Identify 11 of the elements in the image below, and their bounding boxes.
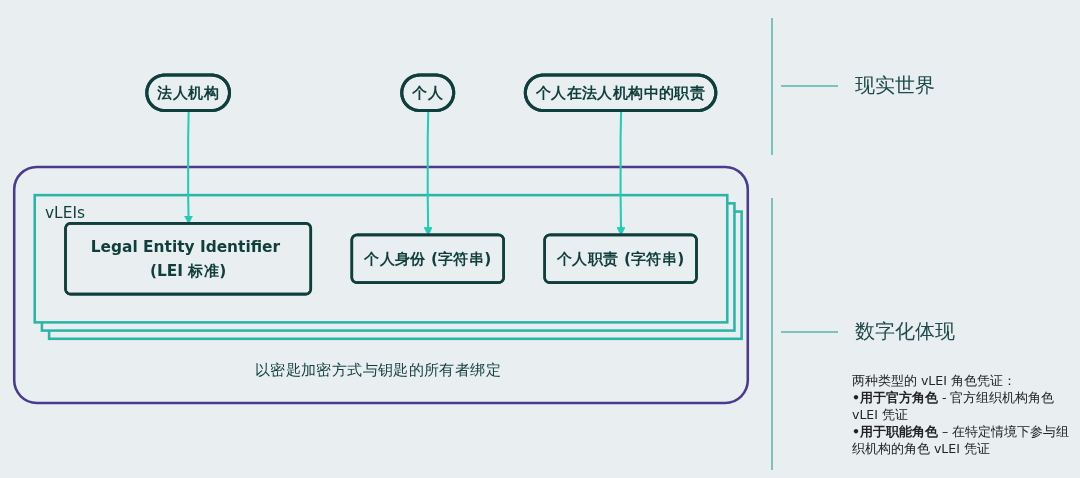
- source-node: 个人在法人机构中的职责: [523, 73, 718, 112]
- credential-node: 个人职责 (字符串): [543, 233, 698, 284]
- source-node: 个人: [400, 73, 456, 112]
- section-heading: 数字化体现: [855, 318, 955, 345]
- note-text: •用于官方角色 - 官方组织机构角色 vLEI 凭证: [852, 389, 1056, 423]
- source-node: 法人机构: [145, 73, 232, 112]
- note-text: 两种类型的 vLEI 角色凭证：: [852, 372, 1017, 389]
- section-heading: 现实世界: [855, 72, 935, 99]
- credential-node: Legal Entity Identifier (LEI 标准): [64, 222, 313, 296]
- note-text: •用于职能角色 – 在特定情境下参与组织机构的角色 vLEI 凭证: [852, 423, 1071, 457]
- credential-node: 个人身份 (字符串): [350, 233, 505, 284]
